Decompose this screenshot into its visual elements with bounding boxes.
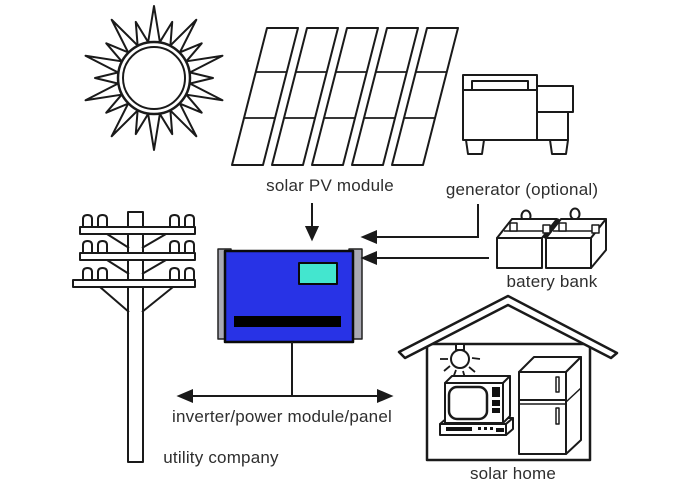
inverter-label: inverter/power module/panel bbox=[172, 407, 392, 426]
house-roof bbox=[397, 294, 619, 360]
inverter-vent bbox=[234, 316, 341, 327]
pole-crossarm bbox=[79, 226, 196, 235]
connection-arrows bbox=[176, 203, 489, 404]
solar-home-label: solar home bbox=[469, 464, 557, 483]
pole-crossarm bbox=[79, 252, 196, 261]
generator-foot bbox=[549, 139, 569, 155]
generator-foot bbox=[465, 139, 485, 155]
arrow-inverter-to-utility-and-home bbox=[176, 342, 394, 404]
sun-icon bbox=[82, 5, 226, 151]
arrow-pv-to-inverter bbox=[304, 203, 320, 242]
inverter-display bbox=[298, 262, 338, 285]
fridge-icon bbox=[518, 356, 582, 455]
battery-bank-icon bbox=[496, 207, 607, 269]
generator-label: generator (optional) bbox=[445, 180, 599, 199]
arrow-battery-to-inverter bbox=[360, 250, 489, 266]
fridge-handle bbox=[555, 376, 560, 393]
pole-braces bbox=[99, 233, 174, 313]
battery-bank-label: batery bank bbox=[506, 272, 598, 291]
utility-company-label: utility company bbox=[163, 448, 279, 467]
tv-icon bbox=[439, 375, 514, 436]
pole-crossarm bbox=[72, 279, 196, 288]
light-bulb-icon bbox=[440, 343, 481, 379]
tv-screen bbox=[447, 385, 489, 421]
utility-pole-icon bbox=[72, 211, 196, 463]
solar-pv-module-icon bbox=[231, 27, 459, 166]
inverter-icon bbox=[217, 248, 363, 344]
arrow-generator-to-inverter bbox=[360, 204, 479, 245]
generator-icon bbox=[462, 74, 574, 155]
solar-home-icon bbox=[397, 294, 619, 462]
fridge-handle bbox=[555, 407, 560, 425]
solar-pv-module-label: solar PV module bbox=[266, 176, 394, 195]
